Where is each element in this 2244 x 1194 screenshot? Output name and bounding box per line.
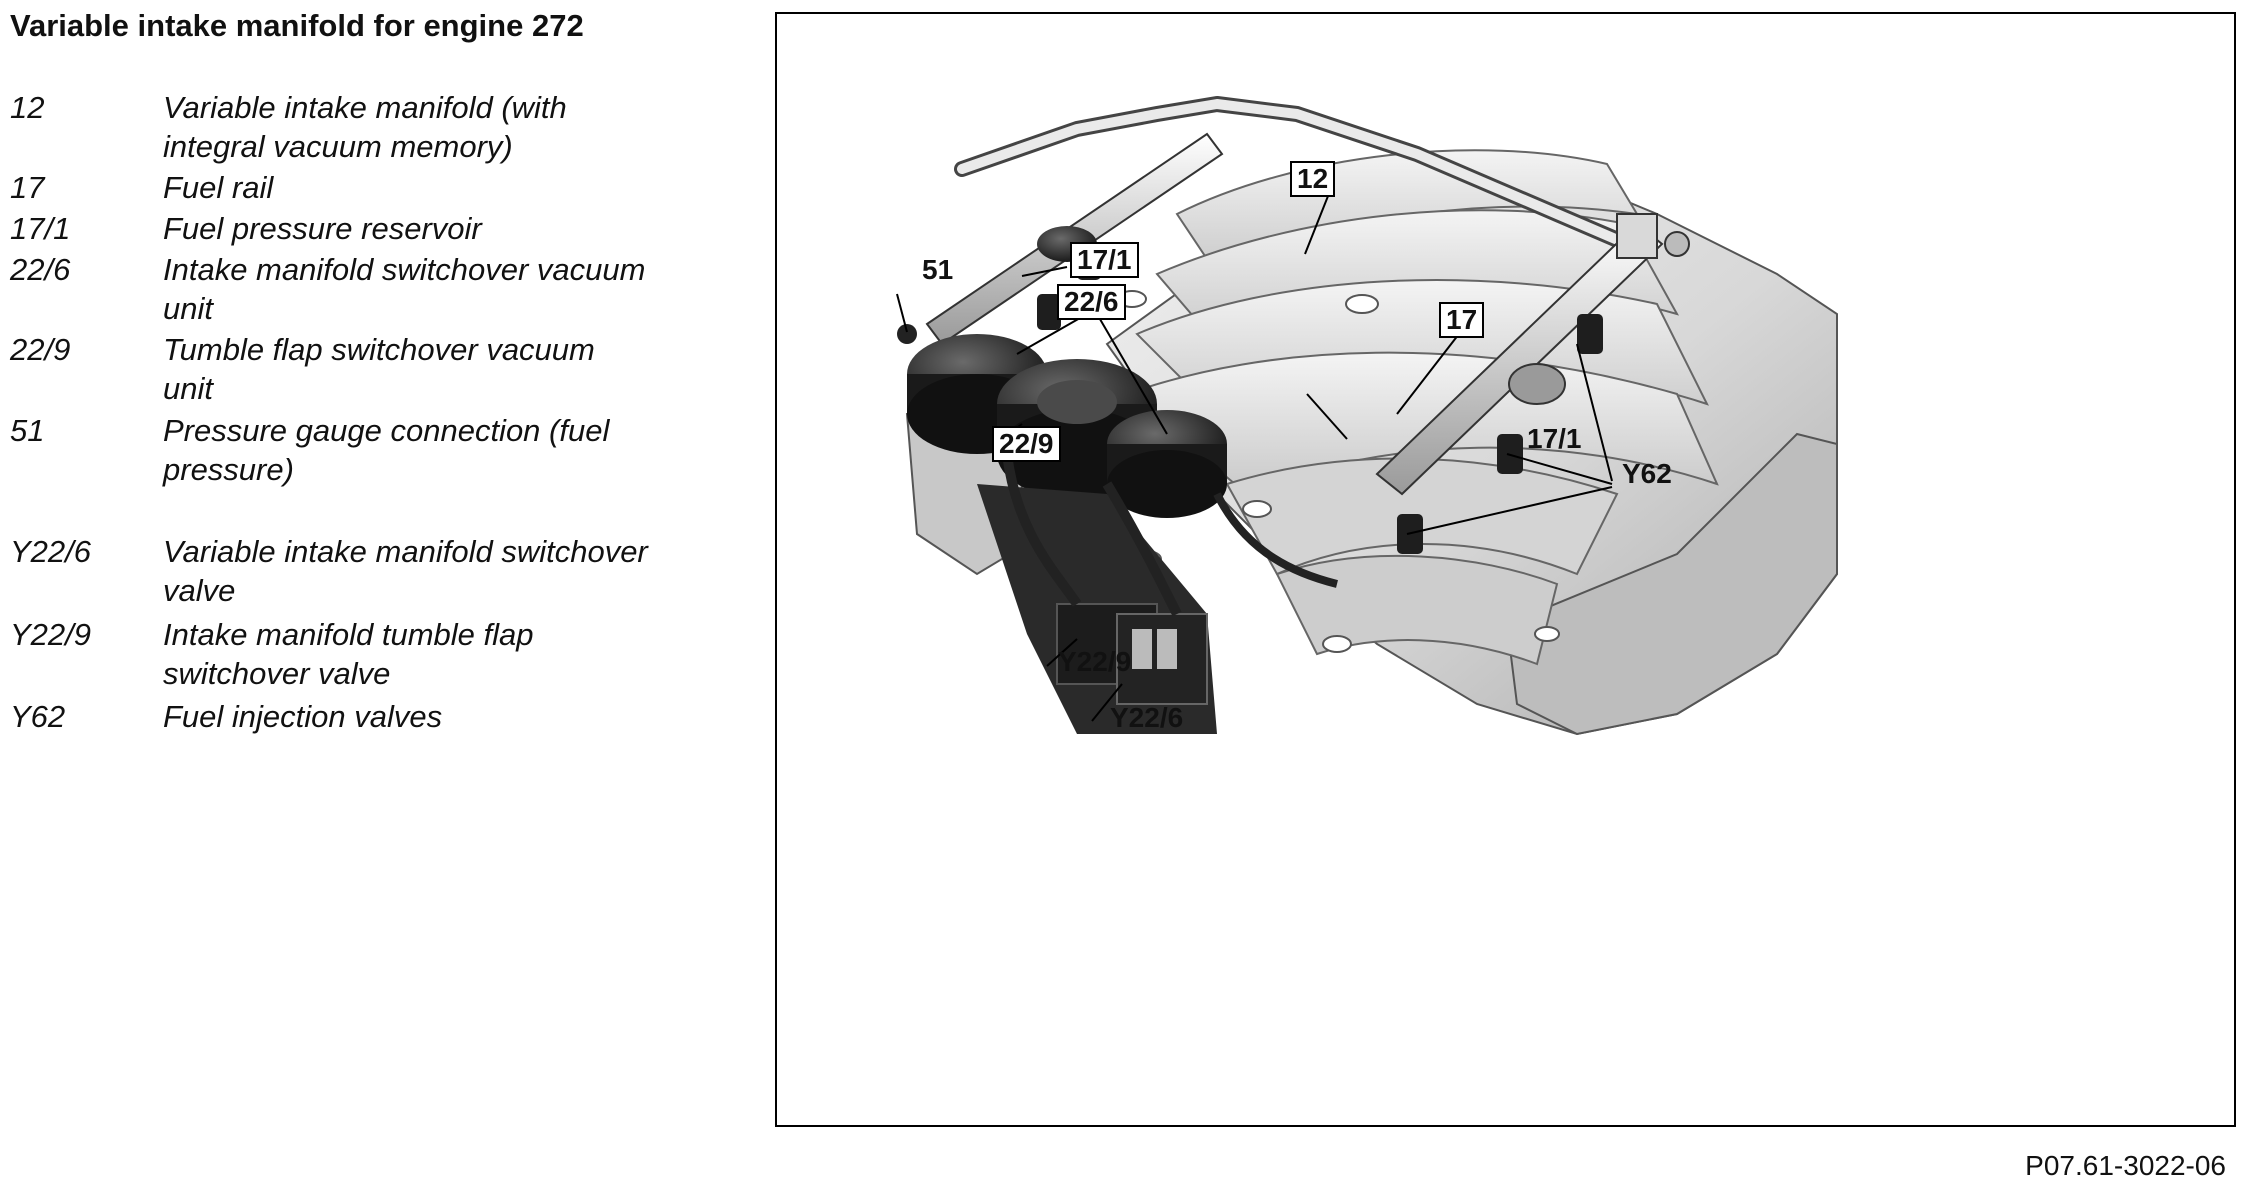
leader-y22-6 (1091, 683, 1123, 722)
legend-code: 51 (10, 413, 45, 448)
leader-y62-a (1576, 343, 1613, 482)
legend-line: integral vacuum memory) (163, 129, 513, 164)
callout-17-1-top: 17/1 (1070, 242, 1139, 278)
leader-22-6-a (1016, 313, 1088, 355)
legend-line: switchover valve (163, 656, 391, 691)
leader-lines (896, 185, 1613, 722)
legend-code: 17 (10, 170, 45, 205)
leader-y62-b (1506, 453, 1613, 485)
callout-12: 12 (1290, 161, 1336, 197)
legend-description: Variable intake manifold switchover valv… (163, 532, 723, 610)
legend-description: Fuel rail (163, 168, 723, 207)
leader-y62-c (1406, 486, 1613, 535)
callout-y62: Y62 (1622, 458, 1672, 489)
callout-22-6: 22/6 (1057, 284, 1126, 320)
callout-17: 17 (1439, 302, 1485, 338)
legend-line: Fuel pressure reservoir (163, 211, 482, 246)
legend-code: Y62 (10, 699, 66, 734)
intake-manifold-illustration (896, 96, 1838, 736)
legend-line: Fuel injection valves (163, 699, 443, 734)
legend-line: Fuel rail (163, 170, 274, 205)
legend-code: 12 (10, 90, 45, 125)
legend-line: unit (163, 371, 213, 406)
legend-description: Variable intake manifold (with integral … (163, 88, 723, 166)
leader-12 (1304, 185, 1333, 255)
switchover-valves (977, 453, 1338, 734)
legend-description: Intake manifold tumble flap switchover v… (163, 615, 723, 693)
callout-y22-9: Y22/9 (1058, 646, 1132, 677)
legend-line: Pressure gauge connection (fuel (163, 413, 610, 448)
legend-code: Y22/9 (10, 617, 92, 652)
legend-line: Variable intake manifold (with (163, 90, 567, 125)
legend-description: Pressure gauge connection (fuel pressure… (163, 411, 723, 489)
manifold-runners (1117, 149, 1719, 666)
callout-22-9: 22/9 (992, 426, 1061, 462)
legend-code: Y22/6 (10, 534, 92, 569)
callout-51: 51 (922, 254, 954, 285)
legend-line: Intake manifold tumble flap (163, 617, 534, 652)
legend: 12 Variable intake manifold (with integr… (0, 0, 760, 800)
legend-line: unit (163, 291, 213, 326)
leader-y22-9 (1046, 638, 1078, 667)
page-title: Variable intake manifold for engine 272 (10, 8, 584, 43)
legend-code: 22/6 (10, 252, 71, 287)
legend-description: Fuel pressure reservoir (163, 209, 723, 248)
figure-id: P07.61-3022-06 (2025, 1150, 2226, 1181)
legend-description: Intake manifold switchover vacuum unit (163, 250, 723, 328)
legend-line: Intake manifold switchover vacuum (163, 252, 646, 287)
leader-22-6-b (1096, 313, 1168, 435)
legend-description: Fuel injection valves (163, 697, 723, 736)
legend-line: Tumble flap switchover vacuum (163, 332, 595, 367)
leader-51 (896, 293, 908, 333)
callout-17-1-right: 17/1 (1527, 423, 1582, 454)
legend-code: 17/1 (10, 211, 71, 246)
fuel-line (954, 96, 1635, 252)
callout-y22-6: Y22/6 (1110, 702, 1184, 733)
leader-17-1-right (1306, 393, 1348, 440)
leader-17 (1396, 329, 1463, 415)
legend-line: valve (163, 573, 236, 608)
engine-figure: 12 17 17/1 17/1 22/6 22/9 51 Y62 Y22/9 Y… (775, 12, 2236, 1127)
legend-line: Variable intake manifold switchover (163, 534, 648, 569)
legend-code: 22/9 (10, 332, 71, 367)
legend-line: pressure) (163, 452, 294, 487)
legend-description: Tumble flap switchover vacuum unit (163, 330, 723, 408)
fuel-rail-right (1375, 213, 1690, 496)
leader-17-1-top (1021, 266, 1068, 277)
